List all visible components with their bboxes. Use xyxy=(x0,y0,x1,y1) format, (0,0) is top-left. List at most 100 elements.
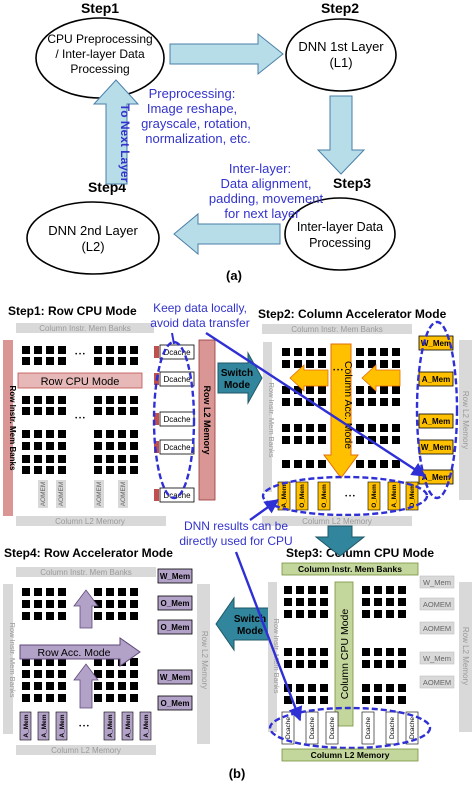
dnn-results-note-line1: DNN results can be xyxy=(184,519,288,533)
q2-col-l2-memory xyxy=(262,516,412,526)
q3-w-mem-2: W_Mem xyxy=(423,654,451,663)
node-dnn-1st-layer xyxy=(285,18,397,92)
arrow-step1-to-step2 xyxy=(169,32,284,76)
q4-o-mem-3: O_Mem xyxy=(161,699,190,708)
keep-data-note-line2: avoid data transfer xyxy=(150,316,249,330)
to-next-layer-label: To Next Layer xyxy=(118,104,132,183)
q2-row-instr-banks xyxy=(263,342,272,492)
q3-dcache-2: Dcache xyxy=(309,717,316,739)
part-a: Step1 Step2 CPU Preprocessing / Inter-la… xyxy=(26,0,397,283)
keep-data-note-line1: Keep data locally, xyxy=(153,301,247,315)
dnn-results-note-line2: directly used for CPU xyxy=(179,534,292,548)
q3-dcache-4: Dcache xyxy=(365,717,372,739)
q2-o-row-label-5: A_Mem xyxy=(391,484,398,507)
step1-row-cpu-title: Step1: Row CPU Mode xyxy=(8,304,137,318)
q1-col-instr-banks xyxy=(16,323,154,333)
switch-arrow-step2-to-step3 xyxy=(314,525,366,557)
q4-a-mem-row: A_Mem A_Mem A_Mem A_Mem A_Mem A_Mem • • … xyxy=(19,711,152,741)
node1-line3: Processing xyxy=(70,62,129,76)
q2-row-l2-label: Row L2 Memory xyxy=(461,391,470,449)
caption-b: (b) xyxy=(229,766,246,781)
q3-aomem-column: W_Mem AOMEM AOMEM W_Mem AOMEM xyxy=(419,575,455,689)
q2-row-l2-memory xyxy=(459,340,472,500)
q2-o-mem-row: A_Mem O_Mem O_Mem O_Mem A_Mem O_Mem • • … xyxy=(277,481,419,511)
q2-a-mem-3: A_Mem xyxy=(422,473,450,482)
q2-o-row-label-2: O_Mem xyxy=(299,484,306,508)
q2-a-mem-1: A_Mem xyxy=(422,375,450,384)
q3-aomem-1: AOMEM xyxy=(423,600,451,609)
node3-line2: Processing xyxy=(309,236,371,250)
node4-line1: DNN 2nd Layer xyxy=(48,223,138,238)
q4-a-mem-5: A_Mem xyxy=(125,714,132,737)
node1-line1: CPU Preprocessing xyxy=(47,32,152,46)
keep-note-pointer-q1 xyxy=(171,332,175,345)
q4-up-arrow-1 xyxy=(73,589,99,629)
q1-col-instr-banks-label: Column Instr. Mem Banks xyxy=(39,324,131,333)
quadrant-row-accelerator: Column Instr. Mem Banks Row Instr. Mem B… xyxy=(3,567,210,755)
q1-col-l2-memory xyxy=(16,516,166,526)
node3-line1: Inter-layer Data xyxy=(297,220,383,234)
step2-col-acc-title: Step2: Column Accelerator Mode xyxy=(258,307,447,321)
interlayer-note-line3: padding, movement xyxy=(209,191,324,206)
arrow-step3-to-step4 xyxy=(173,212,281,256)
q4-row-instr-banks xyxy=(3,584,13,734)
dnn-note-arrow-up xyxy=(249,499,280,521)
q1-aomem-label-2: AOMEM xyxy=(58,482,65,507)
node-interlayer-processing xyxy=(284,197,396,271)
switch-mode-top-line1: Switch xyxy=(221,368,253,379)
q1-dcache-3: Dcache xyxy=(163,415,191,424)
q2-row-instr-banks-label: Row Instr. Mem Banks xyxy=(267,382,276,457)
q2-w-mem-2: W_Mem xyxy=(421,443,451,452)
q1-aomem-label-4: AOMEM xyxy=(120,482,127,507)
q1-row-instr-banks-label: Row Instr. Mem Banks xyxy=(8,386,17,471)
q1-core-grid-top xyxy=(22,346,138,365)
q4-row-acc-mode-label: Row Acc. Mode xyxy=(38,647,111,659)
q1-col-l2-label: Column L2 Memory xyxy=(55,517,125,526)
q2-wa-mem-column: W_Mem A_Mem A_Mem W_Mem A_Mem xyxy=(418,335,454,485)
arrow-to-next-layer xyxy=(92,79,140,185)
q3-column-cpu-mode-label: Column CPU Mode xyxy=(339,609,351,700)
q2-left-arrow-1 xyxy=(289,364,329,392)
q4-row-instr-banks-label: Row Instr. Mem Banks xyxy=(8,622,17,697)
q2-left-arrow-2 xyxy=(361,364,401,392)
switch-mode-bottom-line1: Switch xyxy=(234,614,266,625)
q2-col-instr-banks-label: Column Instr. Mem Banks xyxy=(291,325,383,334)
q1-core-grid-bottom xyxy=(22,396,138,474)
q2-o-mem-dashed-highlight xyxy=(261,475,429,517)
q4-col-l2-label: Column L2 Memory xyxy=(51,746,121,755)
q2-mem-dashed-highlight xyxy=(415,320,459,500)
q3-dcache-dashed-highlight xyxy=(268,706,432,750)
q1-aomem-column: AOMEM AOMEM AOMEM AOMEM xyxy=(38,480,128,508)
q1-ellipsis-bottom: • • • xyxy=(75,416,85,422)
q2-a-mem-2: A_Mem xyxy=(422,417,450,426)
q4-col-l2-memory xyxy=(16,745,156,755)
arrow-step2-to-step3 xyxy=(316,95,366,175)
preprocessing-note-line3: grayscale, rotation, xyxy=(141,116,251,131)
q4-wo-mem-column: W_Mem O_Mem O_Mem W_Mem O_Mem xyxy=(157,568,193,711)
q4-w-mem-1: W_Mem xyxy=(160,572,190,581)
q4-up-arrow-2 xyxy=(73,663,99,709)
q2-column-acc-mode-label: Column Acc. Mode xyxy=(342,361,354,449)
q1-ellipsis-top: • • • xyxy=(75,352,85,358)
q3-aomem-2: AOMEM xyxy=(423,624,451,633)
step1-label: Step1 xyxy=(81,0,119,16)
q4-w-mem-2: W_Mem xyxy=(160,673,190,682)
q3-aomem-3: AOMEM xyxy=(423,678,451,687)
q3-dcache-row: Dcache Dcache Dcache Dcache Dcache Dcach… xyxy=(281,711,419,745)
interlayer-note: Inter-layer: Data alignment, padding, mo… xyxy=(209,161,324,221)
q1-row-instr-banks xyxy=(3,340,13,516)
q4-o-mem-1: O_Mem xyxy=(161,599,190,608)
q1-dcache-1: Dcache xyxy=(163,348,191,357)
preprocessing-note-line2: Image reshape, xyxy=(147,101,237,116)
dnn-note-arrow-down xyxy=(234,551,303,722)
switch-mode-arrow-top: Switch Mode xyxy=(217,351,263,405)
q2-o-row-label-4: O_Mem xyxy=(371,484,378,508)
q3-column-cpu-mode-bar xyxy=(334,581,354,727)
q1-row-cpu-mode-bar xyxy=(17,372,143,389)
q2-o-row-label-6: O_Mem xyxy=(409,484,416,508)
q1-dcache-4: Dcache xyxy=(163,443,191,452)
q3-w-mem-1: W_Mem xyxy=(423,578,451,587)
node2-line1: DNN 1st Layer xyxy=(298,39,384,54)
node-dnn-2nd-layer xyxy=(26,201,160,275)
